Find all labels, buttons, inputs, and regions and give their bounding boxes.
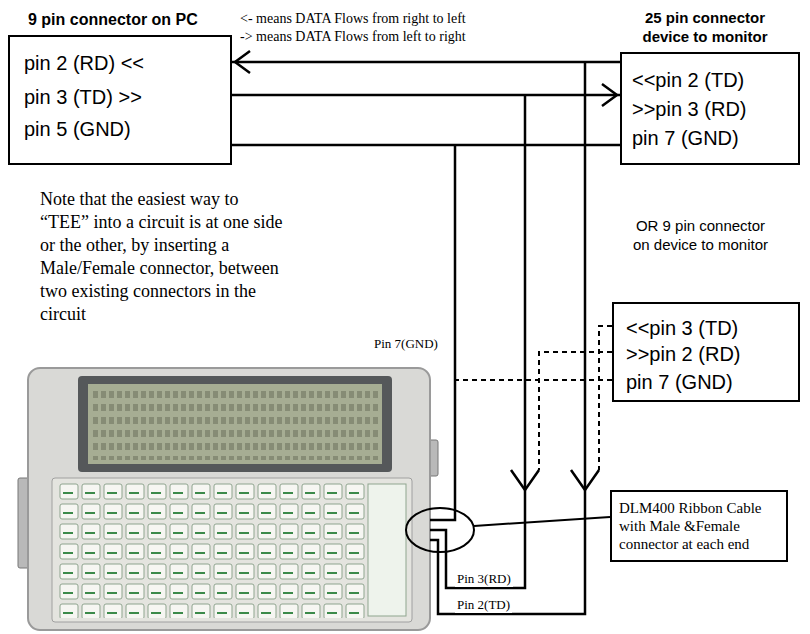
- connector-title: 25 pin connector device to monitor: [630, 8, 780, 46]
- alternate-wires: [455, 326, 612, 470]
- pin-name: Pin 2(TD): [455, 597, 512, 613]
- tee-fork: [571, 470, 599, 490]
- signal-line: [232, 51, 620, 73]
- keyboard-panel: [52, 478, 412, 622]
- legend-note: <- means DATA Flows from right to left: [240, 11, 466, 28]
- lcd-characters: [92, 388, 378, 460]
- leader-line: [474, 517, 610, 526]
- gnd-wire: [430, 145, 455, 520]
- connector-box: 9 pin connector on PCpin 2 (RD) <<pin 3 …: [8, 35, 232, 165]
- wire: [232, 144, 620, 147]
- function-keys: [368, 484, 406, 616]
- pin-label: <<pin 3 (TD): [626, 316, 738, 340]
- wire: [232, 61, 620, 64]
- wire: [232, 94, 620, 97]
- pin-label: >>pin 3 (RD): [632, 97, 747, 121]
- callout-ellipse: [406, 508, 474, 552]
- arrow-head: [235, 51, 250, 73]
- pin-label: <<pin 2 (TD): [632, 68, 744, 92]
- pin-label: pin 5 (GND): [24, 117, 131, 141]
- pin-label: pin 2 (RD) <<: [24, 51, 144, 75]
- tee-fork: [511, 470, 539, 490]
- signal-line: [232, 84, 620, 106]
- connector-title: 9 pin connector on PC: [28, 10, 238, 29]
- screen-bezel: [78, 376, 392, 472]
- connector-box: OR 9 pin connector on device to monitor<…: [612, 302, 800, 402]
- callout-box: DLM400 Ribbon Cable with Male &Female co…: [610, 490, 788, 562]
- rd-wire: [430, 95, 525, 588]
- callout-text: DLM400 Ribbon Cable with Male &Female co…: [619, 499, 779, 553]
- pin-label: pin 7 (GND): [626, 370, 733, 394]
- pin-label: >>pin 2 (RD): [626, 342, 741, 366]
- note-text: Note that the easiest way to “TEE” into …: [40, 188, 290, 326]
- connector-title: OR 9 pin connector on device to monitor: [628, 216, 773, 254]
- pin-name: Pin 7(GND): [372, 336, 440, 352]
- signal-line: [232, 145, 620, 146]
- dashed-wire: [455, 379, 612, 381]
- pin-name: Pin 3(RD): [455, 571, 513, 587]
- pin-label: pin 7 (GND): [632, 126, 739, 150]
- device-housing: [28, 368, 430, 630]
- legend-note: -> means DATA Flows from left to right: [240, 29, 466, 46]
- connector-box: 25 pin connector device to monitor<<pin …: [620, 52, 800, 165]
- arrow-head: [602, 84, 617, 106]
- lcd-screen: [88, 384, 382, 464]
- dashed-wire: [539, 352, 612, 470]
- keyboard-keys: [58, 482, 366, 618]
- dashed-wire: [599, 326, 612, 470]
- pin-label: pin 3 (TD) >>: [24, 85, 142, 109]
- dlm400-device: [18, 368, 438, 630]
